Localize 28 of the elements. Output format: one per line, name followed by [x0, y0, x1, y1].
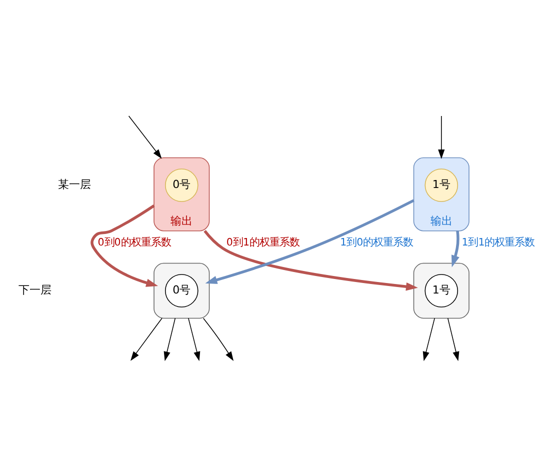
edge-label: 0到1的权重系数: [226, 236, 300, 248]
arrow: [451, 230, 460, 268]
label: 某一层: [58, 178, 91, 192]
edge-label: 1到1的权重系数: [462, 236, 535, 248]
node-circle: 0号: [164, 168, 198, 202]
node-circle: 1号: [424, 274, 458, 308]
arrow: [128, 116, 162, 159]
arrow: [188, 318, 200, 362]
arrow: [164, 318, 176, 362]
arrow: [438, 116, 445, 159]
edge-label: 0到0的权重系数: [98, 236, 171, 248]
arrow: [202, 318, 234, 361]
arrow: [90, 204, 158, 287]
cluster: [413, 157, 470, 232]
node-circle: 1号: [424, 168, 458, 202]
arrow: [447, 318, 460, 362]
arrow: [205, 199, 414, 284]
node-label: 输出: [170, 214, 193, 228]
cluster: [413, 262, 470, 319]
cluster: [154, 157, 210, 232]
arrow: [204, 230, 418, 291]
cluster: [154, 262, 210, 319]
node-label: 输出: [430, 214, 452, 228]
node-circle: 0号: [164, 274, 198, 308]
edge-label: 1到0的权重系数: [340, 236, 414, 248]
label: 下一层: [18, 284, 52, 297]
arrow: [422, 318, 436, 362]
arrow: [130, 318, 162, 361]
